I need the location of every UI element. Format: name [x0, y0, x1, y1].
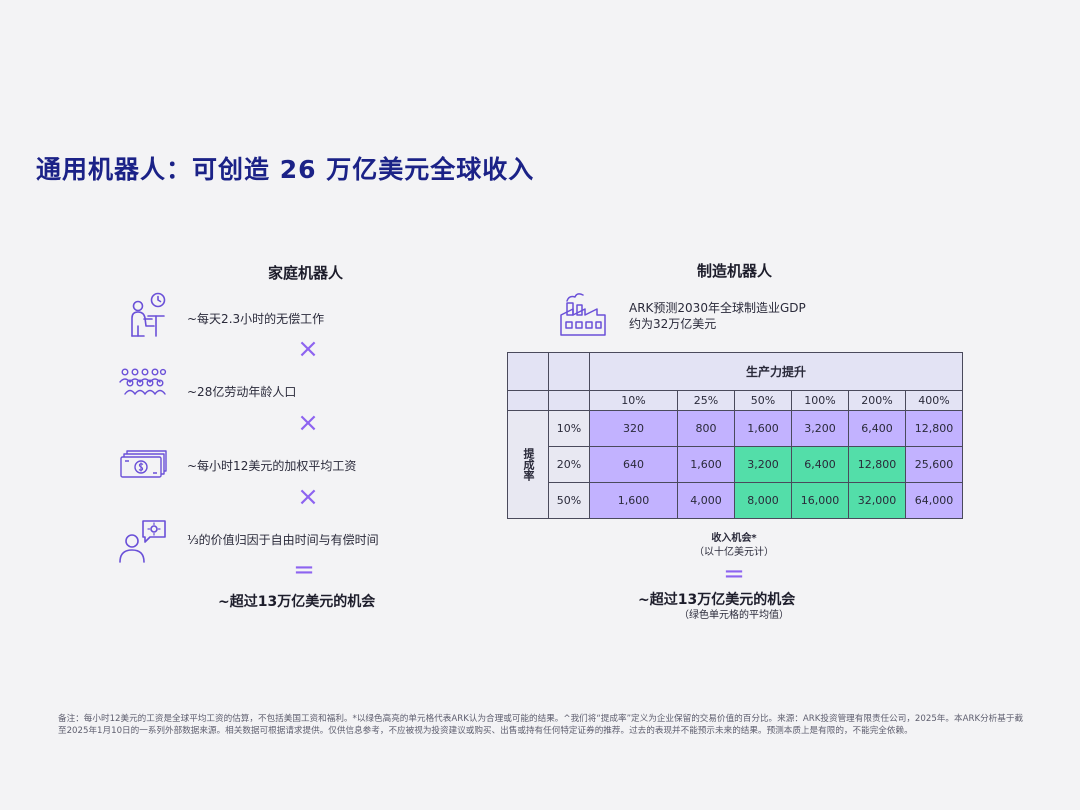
row-header: 20% [548, 446, 590, 483]
table-cell-highlighted: 8,000 [734, 482, 792, 519]
household-row-4-text: ⅓的价值归因于自由时间与有偿时间 [187, 533, 379, 547]
person-speech-bubble-icon [117, 518, 169, 564]
dollar-bills-icon [119, 447, 167, 479]
column-header: 200% [848, 390, 906, 411]
row-header: 10% [548, 410, 590, 447]
footnote: 备注：每小时12美元的工资是全球平均工资的估算，不包括美国工资和福利。*以绿色高… [58, 714, 1024, 736]
table-cell: 25,600 [905, 446, 963, 483]
column-header: 10% [589, 390, 678, 411]
person-at-desk-clock-icon [124, 292, 168, 344]
take-rate-header: 提成率 [507, 410, 549, 519]
gdp-forecast: ARK预测2030年全球制造业GDP 约为32万亿美元 [629, 300, 806, 332]
household-heading: 家庭机器人 [268, 264, 344, 282]
table-cell: 1,600 [734, 410, 792, 447]
group-of-people-icon [118, 366, 168, 396]
table-cell: 640 [589, 446, 678, 483]
multiply-icon: × [297, 482, 319, 512]
table-corner-cell [507, 390, 549, 411]
manufacturing-result: ~超过13万亿美元的机会 [638, 592, 796, 608]
multiply-icon: × [297, 334, 319, 364]
household-row-1-text: ~每天2.3小时的无偿工作 [187, 312, 325, 326]
page-title: 通用机器人：可创造 26 万亿美元全球收入 [36, 155, 535, 184]
gdp-forecast-line-2: 约为32万亿美元 [629, 317, 717, 331]
table-corner-cell [548, 352, 590, 391]
take-rate-label: 提成率 [522, 448, 535, 481]
table-corner-cell [548, 390, 590, 411]
column-header: 400% [905, 390, 963, 411]
table-cell-highlighted: 3,200 [734, 446, 792, 483]
table-cell: 320 [589, 410, 678, 447]
table-cell: 1,600 [589, 482, 678, 519]
table-cell-highlighted: 6,400 [791, 446, 849, 483]
table-cell: 800 [677, 410, 735, 447]
household-row-3-text: ~每小时12美元的加权平均工资 [187, 459, 357, 473]
household-result: ~超过13万亿美元的机会 [218, 594, 376, 610]
productivity-gain-header: 生产力提升 [589, 352, 963, 391]
table-corner-cell [507, 352, 549, 391]
equals-icon: = [293, 555, 315, 585]
revenue-sensitivity-table: 生产力提升 10% 25% 50% 100% 200% 400% 提成率 10%… [507, 352, 963, 519]
manufacturing-result-note: （绿色单元格的平均值） [679, 610, 789, 621]
column-header: 25% [677, 390, 735, 411]
column-header: 50% [734, 390, 792, 411]
table-cell-highlighted: 32,000 [848, 482, 906, 519]
equals-icon: = [723, 559, 745, 589]
table-cell-highlighted: 16,000 [791, 482, 849, 519]
table-caption-title: 收入机会* [711, 533, 757, 544]
gdp-forecast-line-1: ARK预测2030年全球制造业GDP [629, 301, 806, 315]
multiply-icon: × [297, 408, 319, 438]
manufacturing-heading: 制造机器人 [697, 262, 773, 280]
table-cell: 3,200 [791, 410, 849, 447]
table-caption: 收入机会* （以十亿美元计） [634, 532, 834, 560]
table-caption-unit: （以十亿美元计） [694, 547, 774, 558]
factory-icon [559, 291, 607, 337]
table-cell: 6,400 [848, 410, 906, 447]
table-cell: 1,600 [677, 446, 735, 483]
row-header: 50% [548, 482, 590, 519]
household-row-2-text: ~28亿劳动年龄人口 [187, 385, 297, 399]
table-cell-highlighted: 12,800 [848, 446, 906, 483]
table-cell: 64,000 [905, 482, 963, 519]
table-cell: 4,000 [677, 482, 735, 519]
table-cell: 12,800 [905, 410, 963, 447]
column-header: 100% [791, 390, 849, 411]
